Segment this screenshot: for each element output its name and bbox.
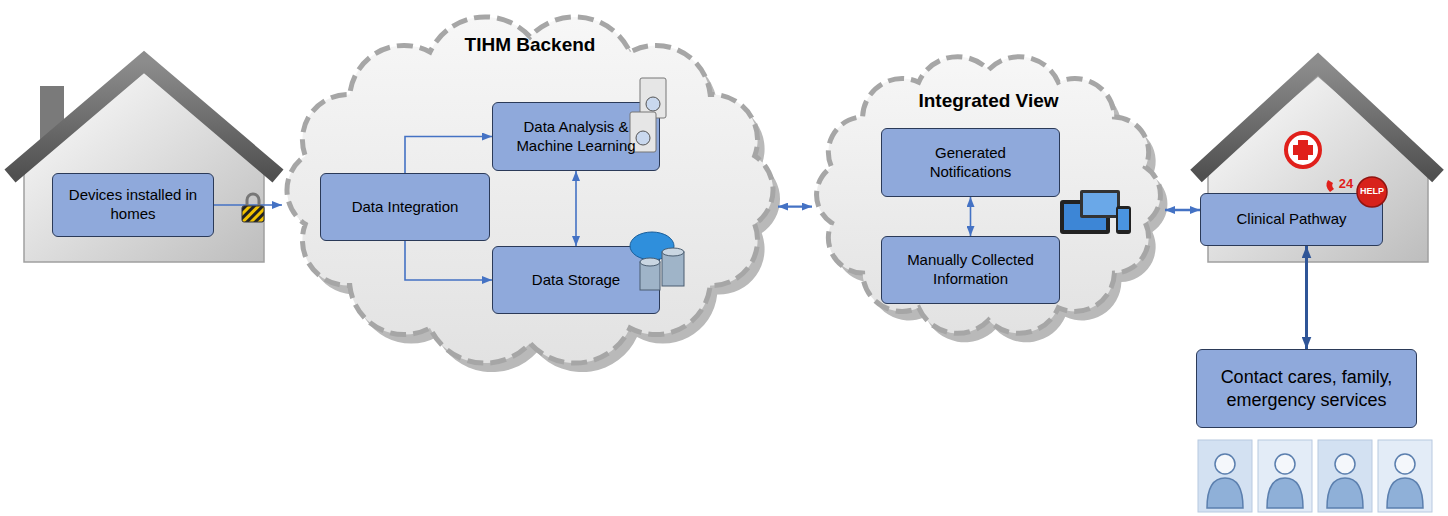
box-text: Devices installed in homes — [65, 186, 201, 224]
server-icon — [630, 78, 666, 152]
house-wall — [24, 72, 264, 262]
person-head — [1275, 454, 1295, 474]
server-tower — [630, 112, 656, 152]
connector-arrow — [1305, 246, 1308, 349]
padlock-icon — [242, 194, 264, 222]
people-panel — [1378, 440, 1432, 512]
process-box: Contact cares, family, emergency service… — [1196, 349, 1417, 428]
box-text: Generated Notifications — [894, 144, 1047, 182]
house-roof — [1196, 64, 1438, 176]
connector-arrow — [970, 197, 972, 236]
box-text: Contact cares, family, emergency service… — [1209, 366, 1404, 411]
cloud-heading: Integrated View — [812, 90, 1165, 112]
connector-arrow — [405, 137, 492, 174]
help-button — [1357, 177, 1387, 207]
cross-ring — [1286, 133, 1320, 167]
cloud-region: TIHM BackendData Integration Data Analysi… — [282, 10, 778, 370]
laptop-screen — [1083, 193, 1117, 215]
database-cylinder — [662, 252, 684, 286]
devices-icon — [1060, 190, 1131, 234]
process-box: Generated Notifications — [881, 128, 1060, 197]
person-body — [1267, 478, 1303, 508]
cloud-title: Integrated View — [812, 90, 1165, 112]
database-cylinder-top — [640, 258, 660, 266]
home-house — [10, 62, 278, 262]
process-box: Manually Collected Information — [881, 236, 1060, 304]
cloud-border — [287, 17, 773, 363]
process-box: Devices installed in homes — [52, 173, 214, 237]
icon-label: HELP — [1360, 186, 1384, 196]
padlock-shackle — [247, 194, 259, 206]
cross-bar — [1293, 145, 1313, 155]
cloud-title: TIHM Backend — [282, 34, 778, 56]
server-disc — [646, 97, 660, 111]
person-head — [1395, 454, 1415, 474]
people-panel — [1258, 440, 1312, 512]
person-body — [1207, 478, 1243, 508]
hospital-house — [1196, 64, 1438, 262]
person-head — [1335, 454, 1355, 474]
phone-handset — [1326, 180, 1334, 192]
box-text: Data Analysis & Machine Learning — [505, 118, 647, 156]
padlock-body — [242, 206, 264, 222]
server-disc — [636, 131, 650, 145]
red-cross-icon — [1286, 133, 1320, 167]
connector-arrow — [1165, 209, 1200, 211]
person-body — [1327, 478, 1363, 508]
database-icon — [630, 232, 684, 290]
cloud-heading: TIHM Backend — [282, 34, 778, 56]
help-button-icon — [1326, 177, 1387, 207]
box-text: Data Storage — [532, 271, 620, 290]
connector-arrow — [778, 205, 812, 207]
people-panel — [1198, 440, 1252, 512]
person-body — [1387, 478, 1423, 508]
process-box: Data Storage — [492, 246, 660, 314]
icon-label-text: HELP — [1360, 186, 1384, 196]
phone-frame — [1116, 206, 1131, 234]
process-box: Clinical Pathway — [1200, 193, 1383, 246]
person-head — [1215, 454, 1235, 474]
house-roof — [10, 62, 278, 176]
database-cylinder-top — [662, 248, 684, 256]
phone-screen — [1118, 209, 1129, 230]
box-text: Clinical Pathway — [1236, 210, 1346, 229]
people-panel — [1318, 440, 1372, 512]
connector-arrow — [405, 241, 492, 280]
laptop-frame — [1080, 190, 1120, 218]
connector-arrow — [575, 171, 577, 246]
box-text: Data Integration — [352, 198, 459, 217]
people-illustration — [1198, 440, 1432, 512]
icon-label: 24 — [1339, 176, 1353, 191]
process-box: Data Integration — [320, 173, 490, 241]
box-text: Manually Collected Information — [894, 251, 1047, 289]
icon-label-text: 24 — [1339, 176, 1353, 191]
